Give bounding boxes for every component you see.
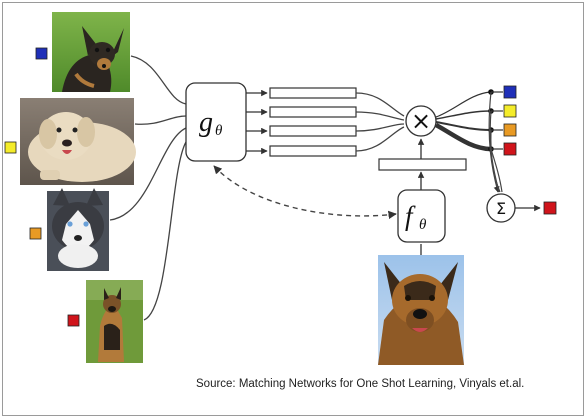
- multiply-to-labels-connections: [434, 91, 491, 152]
- g-theta-label-theta: θ: [215, 123, 223, 139]
- g-theta-label-g: g: [199, 107, 213, 138]
- g-theta-embedding-box: [185, 82, 247, 162]
- support-embedding-bar-1: [269, 87, 357, 99]
- output-label-red: [503, 142, 517, 156]
- sum-symbol: Σ: [496, 199, 506, 218]
- output-label-yellow: [503, 104, 517, 118]
- multiply-node: [405, 105, 437, 137]
- f-g-dashed-connection: [213, 165, 397, 220]
- label-square-orange: [29, 227, 42, 240]
- prediction-label-red: [543, 201, 557, 215]
- support-image-3: [47, 188, 109, 271]
- f-theta-label-theta: θ: [419, 217, 427, 233]
- embeddings-to-multiply-connections: [355, 92, 405, 152]
- support-image-2: [20, 98, 136, 185]
- support-image-1: [52, 12, 130, 92]
- support-embedding-bar-3: [269, 125, 357, 137]
- multiply-symbol: ×: [411, 107, 431, 135]
- support-embedding-bar-2: [269, 106, 357, 118]
- labels-to-sum-connections: [488, 91, 503, 193]
- support-image-4: [86, 280, 143, 363]
- output-label-orange: [503, 123, 517, 137]
- query-image: [378, 255, 464, 365]
- f-theta-label-f: f: [405, 201, 416, 231]
- support-embedding-bar-4: [269, 145, 357, 157]
- support-to-g-connections: [109, 55, 187, 321]
- query-embedding-bar: [378, 158, 467, 171]
- g-to-embedding-arrows: [246, 89, 268, 155]
- output-label-blue: [503, 85, 517, 99]
- label-square-blue: [35, 47, 48, 60]
- label-square-yellow: [4, 141, 17, 154]
- label-square-red: [67, 314, 80, 327]
- source-caption: Source: Matching Networks for One Shot L…: [196, 378, 525, 390]
